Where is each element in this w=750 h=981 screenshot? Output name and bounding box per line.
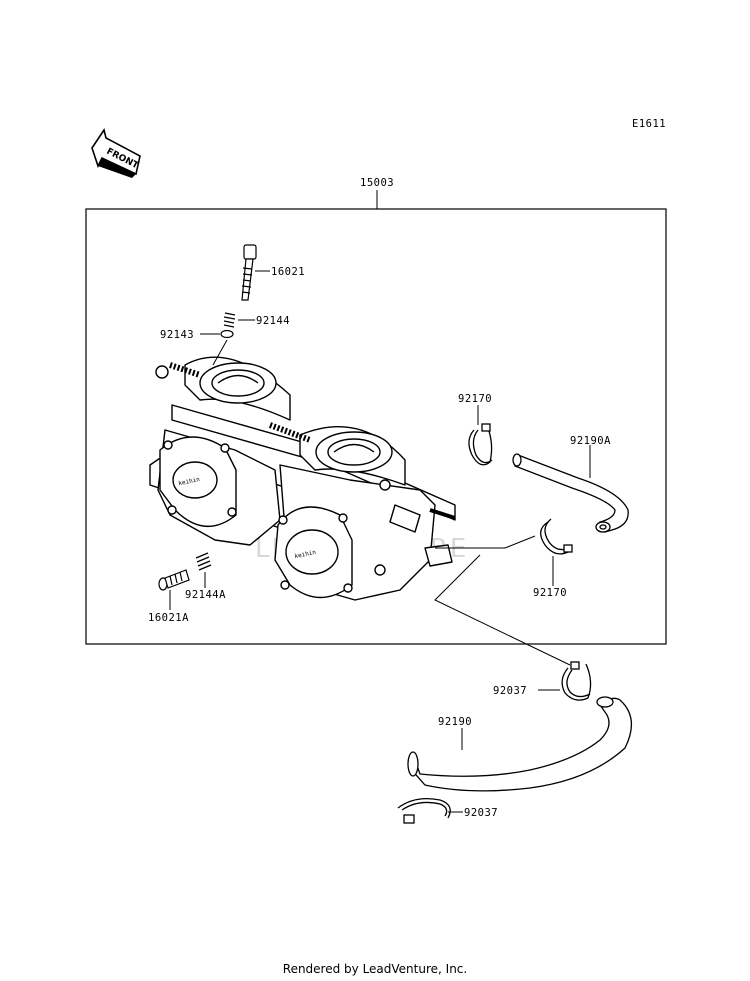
part-16021A [158, 569, 190, 591]
part-92143 [220, 329, 234, 339]
label-92143: 92143 [160, 329, 194, 341]
svg-text:keihin: keihin [294, 549, 317, 560]
assembly-box [85, 208, 667, 645]
front-arrow-icon: FRONT [91, 128, 141, 178]
part-92037-lower [397, 797, 451, 824]
label-92144: 92144 [256, 315, 290, 327]
part-92144A [195, 552, 212, 571]
part-92190A [512, 453, 629, 533]
part-92144 [223, 312, 236, 328]
label-92190A: 92190A [570, 435, 611, 447]
part-92037-upper [561, 661, 592, 701]
svg-text:keihin: keihin [178, 476, 201, 487]
part-92170-top [468, 423, 493, 466]
part-92190 [407, 696, 632, 792]
label-92037-lower: 92037 [464, 807, 498, 819]
label-92170-mid: 92170 [533, 587, 567, 599]
label-15003: 15003 [360, 177, 394, 189]
part-92170-mid [540, 518, 573, 555]
part-16021 [241, 244, 257, 301]
label-16021: 16021 [271, 266, 305, 278]
footer-credit: Rendered by LeadVenture, Inc. [282, 962, 468, 976]
label-16021A: 16021A [148, 612, 189, 624]
label-92144A: 92144A [185, 589, 226, 601]
label-92190: 92190 [438, 716, 472, 728]
diagram-code: E1611 [632, 118, 666, 130]
label-92170-top: 92170 [458, 393, 492, 405]
carburetor-assembly: keihin keihin [149, 356, 456, 601]
label-92037-upper: 92037 [493, 685, 527, 697]
